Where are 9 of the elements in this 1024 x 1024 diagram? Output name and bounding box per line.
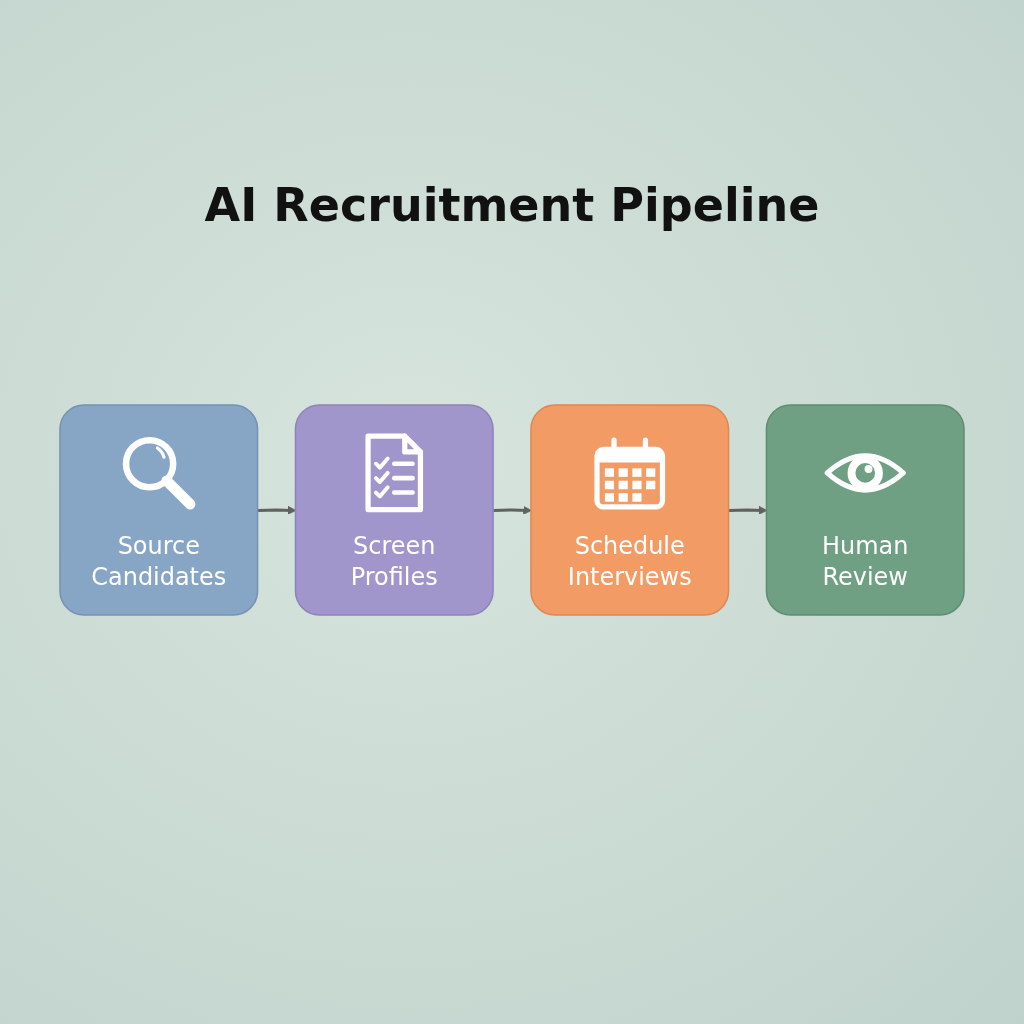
- step-label: Screen Profiles: [349, 530, 439, 593]
- step-label: Schedule Interviews: [566, 530, 693, 593]
- title: AI Recruitment Pipeline: [204, 178, 820, 232]
- process-step-box: [59, 404, 259, 616]
- step-label: Source Candidates: [90, 530, 228, 593]
- process-step-box: [530, 404, 730, 616]
- step-label: Human Review: [821, 530, 910, 593]
- process-step-box: [294, 404, 494, 616]
- process-step-box: [765, 404, 965, 616]
